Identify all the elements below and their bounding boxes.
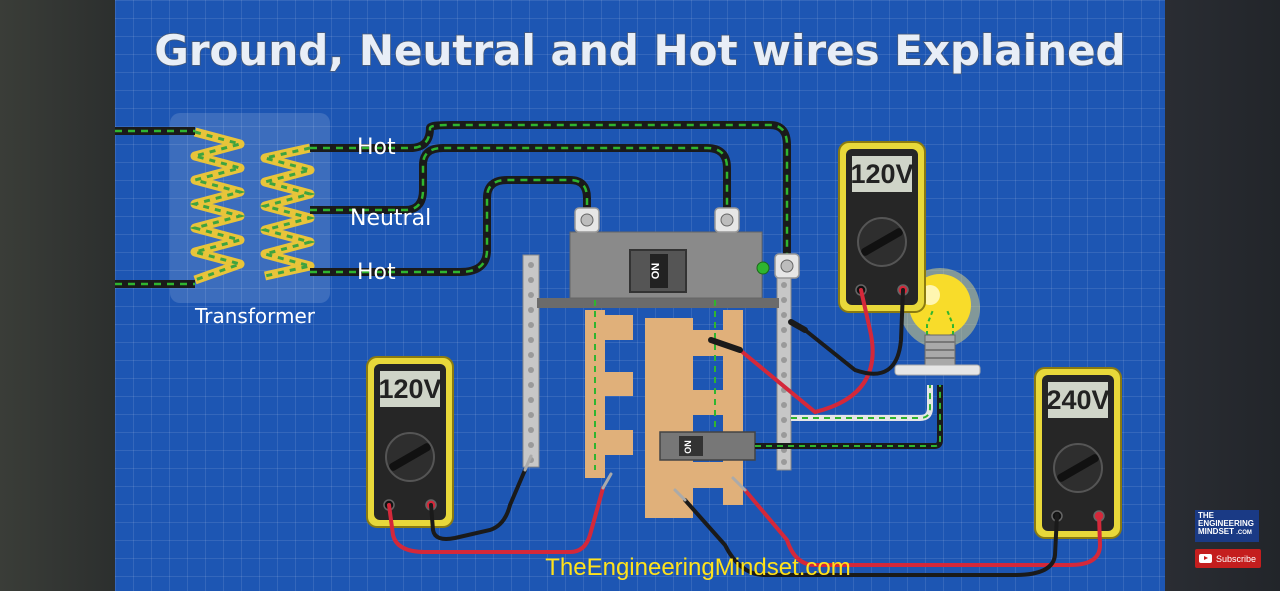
hot-wire-bottom — [310, 176, 591, 276]
neutral-wire — [310, 144, 731, 215]
meter-left-reading: 120V — [378, 374, 441, 404]
meter-right-reading: 240V — [1046, 385, 1109, 415]
multimeter-top-right[interactable]: 120V — [838, 141, 926, 313]
transformer-label: Transformer — [194, 304, 316, 328]
video-title: Ground, Neutral and Hot wires Explained — [154, 26, 1125, 75]
main-breaker-on-label: ON — [650, 263, 662, 280]
subscribe-label: Subscribe — [1216, 553, 1257, 564]
ground-screw-icon — [756, 261, 770, 275]
wiring-diagram: Ground, Neutral and Hot wires Explained … — [115, 25, 1126, 581]
hot-bottom-label: Hot — [357, 260, 396, 285]
neutral-bus-bar — [776, 269, 792, 471]
subscribe-button[interactable]: Subscribe — [1195, 549, 1261, 568]
neutral-lug — [774, 253, 800, 279]
logo-line-1: THE — [1198, 511, 1214, 520]
lamp-hot-wire — [755, 385, 943, 449]
right-background-panel — [1165, 0, 1280, 591]
lamp-neutral-wire — [791, 385, 933, 421]
main-lug-right — [714, 207, 740, 233]
meter-top-right-reading: 120V — [850, 159, 913, 189]
website-watermark: TheEngineeringMindset.com — [545, 554, 851, 581]
main-lug-left — [574, 207, 600, 233]
hot-wire-top — [310, 121, 791, 262]
left-meter-leads — [387, 454, 613, 554]
transformer-primary-coil — [189, 127, 246, 285]
light-bulb-icon — [894, 268, 981, 376]
right-meter-leads — [673, 476, 1103, 577]
bonding-bar — [537, 298, 779, 308]
channel-logo[interactable]: THE ENGINEERING MINDSET .COM — [1195, 510, 1259, 542]
left-background-panel — [0, 0, 115, 591]
main-breaker-switch[interactable]: ON — [629, 249, 687, 293]
logo-line-2: ENGINEERING — [1198, 519, 1255, 528]
logo-line-3: MINDSET — [1198, 527, 1234, 536]
top-right-meter-leads — [708, 288, 905, 415]
video-frame[interactable]: Ground, Neutral and Hot wires Explained … — [115, 0, 1165, 591]
youtube-play-icon — [1199, 554, 1212, 563]
ground-bus-bar — [522, 254, 540, 468]
hot-top-label: Hot — [357, 135, 396, 160]
branch-breaker[interactable]: ON — [659, 431, 756, 461]
primary-input-wires — [115, 127, 195, 288]
logo-suffix: .COM — [1236, 530, 1252, 536]
multimeter-left[interactable]: 120V — [366, 356, 454, 528]
branch-breaker-on-label: ON — [683, 440, 693, 454]
transformer-secondary-coil — [259, 143, 316, 281]
multimeter-right[interactable]: 240V — [1034, 367, 1122, 539]
neutral-label: Neutral — [350, 206, 431, 231]
